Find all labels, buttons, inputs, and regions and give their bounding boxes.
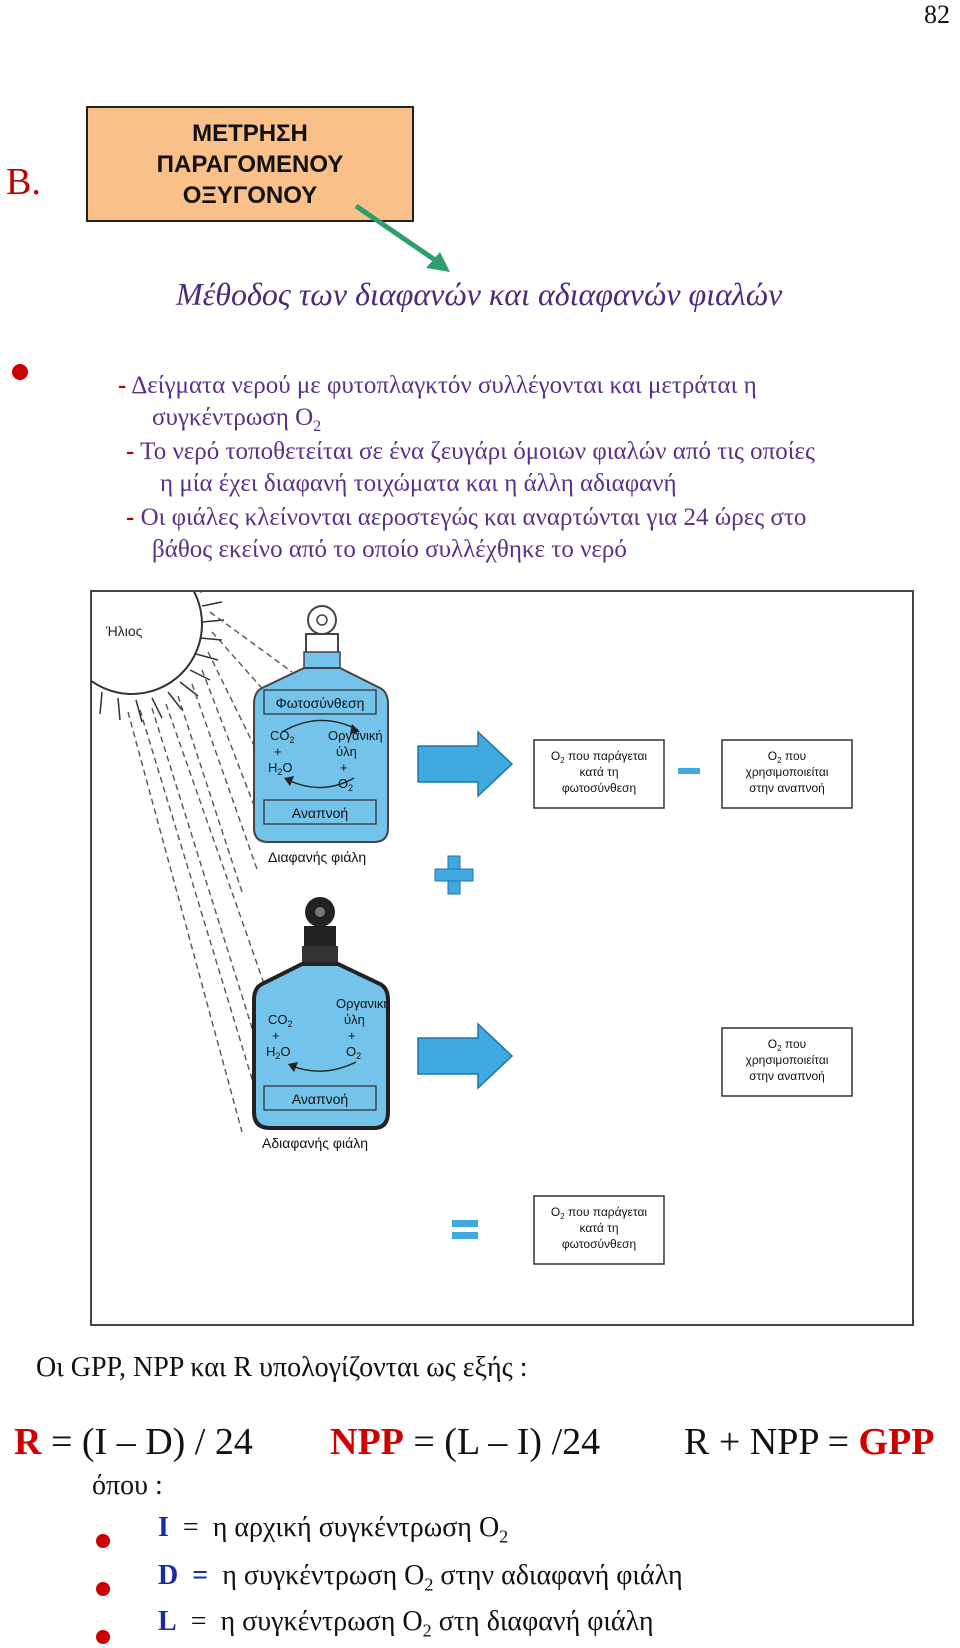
definition-d: D = η συγκέντρωση Ο2 στην αδιαφανή φιάλη: [158, 1560, 683, 1595]
definition-i: I = η αρχική συγκέντρωση Ο2: [158, 1512, 509, 1547]
minus-sign-icon: [678, 768, 700, 774]
svg-text:O2: O2: [346, 1044, 361, 1061]
page-number: 82: [924, 0, 950, 29]
green-arrow-icon: [354, 203, 450, 272]
sun-label: Ήλιος: [105, 623, 143, 639]
plus-sign-icon: [434, 855, 474, 895]
equation-gpp: R + NPP = GPP: [684, 1421, 935, 1463]
bullet-2-line-1: - Το νερό τοποθετείται σε ένα ζευγάρι όμ…: [126, 438, 815, 465]
svg-text:χρησιμοποιείται: χρησιμοποιείται: [746, 765, 829, 779]
bullet-3-line-1: - Οι φιάλες κλείνονται αεροστεγώς και αν…: [126, 504, 807, 531]
photosynthesis-label: Φωτοσύνθεση: [276, 695, 365, 711]
title-line-1: ΜΕΤΡΗΣΗ: [192, 119, 308, 147]
svg-text:+: +: [274, 744, 282, 759]
bullet-dot-icon: [12, 364, 28, 380]
dash: -: [126, 438, 135, 465]
co2-label: CO2: [270, 728, 295, 745]
bullet-3-line-2: βάθος εκείνο από το οποίο συλλέχθηκε το …: [152, 536, 627, 563]
method-subtitle: Μέθοδος των διαφανών και αδιαφανών φιαλώ…: [176, 276, 783, 312]
dark-bottle: Οργανική ύλη + O2 CO2 + H2O Αναπνοή Αδια…: [252, 897, 391, 1151]
section-label: Β.: [6, 161, 41, 203]
svg-text:Οργανική: Οργανική: [336, 996, 391, 1011]
dash: -: [126, 504, 135, 531]
respiration-label: Αναπνοή: [292, 805, 348, 821]
bullet-dot-icon: [96, 1630, 110, 1644]
title-box: ΜΕΤΡΗΣΗ ΠΑΡΑΓΟΜΕΝΟΥ ΟΞΥΓΟΝΟΥ: [86, 106, 414, 222]
equation-npp: NPP = (L – I) /24: [330, 1421, 601, 1463]
svg-text:O2 που: O2 που: [768, 1037, 806, 1053]
respiration-label: Αναπνοή: [292, 1091, 348, 1107]
bullet-dot-icon: [96, 1582, 110, 1596]
svg-text:φωτοσύνθεση: φωτοσύνθεση: [562, 781, 636, 795]
bullet-1-line-1: - Δείγματα νερού με φυτοπλαγκτόν συλλέγο…: [118, 372, 757, 399]
bottle-method-figure: Ήλιος Φωτοσύνθεση CO2 +: [90, 590, 914, 1326]
dark-bottle-caption: Αδιαφανής φιάλη: [262, 1135, 368, 1151]
o2-produced-box: O2 που παράγεται κατά τη φωτοσύνθεση: [533, 739, 665, 809]
svg-text:H2O: H2O: [266, 1044, 291, 1061]
o2-used-box: O2 που χρησιμοποιείται στην αναπνοή: [721, 739, 853, 809]
organic-label: Οργανική: [328, 728, 383, 743]
definition-l: L = η συγκέντρωση Ο2 στη διαφανή φιάλη: [158, 1606, 654, 1641]
title-line-3: ΟΞΥΓΟΝΟΥ: [182, 181, 318, 209]
where-label: όπου :: [92, 1470, 163, 1501]
svg-text:στην αναπνοή: στην αναπνοή: [749, 1069, 825, 1083]
arrow-right-icon: [417, 1022, 514, 1090]
svg-text:ύλη: ύλη: [336, 744, 357, 759]
bullet-1-line-2: συγκέντρωση Ο2: [152, 404, 322, 435]
arrow-right-icon: [417, 730, 514, 798]
h2o-label: H2O: [268, 760, 293, 777]
o2-used-box-2: O2 που χρησιμοποιείται στην αναπνοή: [721, 1027, 853, 1097]
svg-text:CO2: CO2: [268, 1012, 293, 1029]
svg-text:κατά τη: κατά τη: [579, 1221, 618, 1235]
title-line-2: ΠΑΡΑΓΟΜΕΝΟΥ: [156, 150, 344, 178]
o2-produced-box-2: O2 που παράγεται κατά τη φωτοσύνθεση: [533, 1195, 665, 1265]
svg-text:ύλη: ύλη: [344, 1012, 365, 1027]
equals-sign-icon: [452, 1220, 478, 1239]
bullet-dot-icon: [96, 1534, 110, 1548]
calc-intro: Οι GPP, NPP και R υπολογίζονται ως εξής …: [36, 1352, 528, 1383]
svg-text:στην αναπνοή: στην αναπνοή: [749, 781, 825, 795]
svg-text:χρησιμοποιείται: χρησιμοποιείται: [746, 1053, 829, 1067]
svg-text:φωτοσύνθεση: φωτοσύνθεση: [562, 1237, 636, 1251]
svg-text:+: +: [272, 1028, 280, 1043]
bullet-2-line-2: η μία έχει διαφανή τοιχώματα και η άλλη …: [160, 470, 677, 497]
svg-text:+: +: [348, 1028, 356, 1043]
clear-bottle-caption: Διαφανής φιάλη: [268, 849, 366, 865]
equation-r: R = (I – D) / 24: [14, 1421, 253, 1463]
clear-bottle: Φωτοσύνθεση CO2 + H2O Οργανική ύλη + O2 …: [253, 605, 389, 865]
dash: -: [118, 372, 127, 399]
svg-text:O2 που παράγεται: O2 που παράγεται: [551, 1205, 647, 1221]
svg-text:O2 που: O2 που: [768, 749, 806, 765]
svg-text:κατά τη: κατά τη: [579, 765, 618, 779]
svg-text:O2 που παράγεται: O2 που παράγεται: [551, 749, 647, 765]
svg-text:+: +: [340, 760, 348, 775]
sun-icon: [92, 592, 225, 723]
